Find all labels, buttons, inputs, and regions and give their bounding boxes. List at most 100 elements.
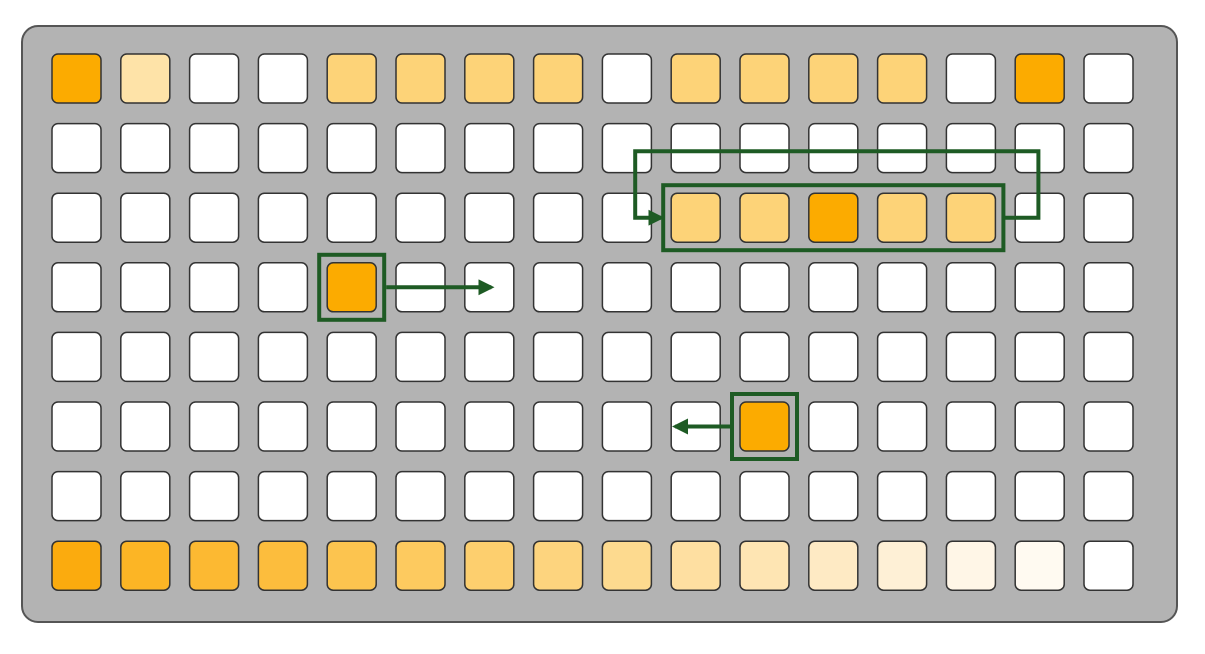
grid-cell-r7-c6 bbox=[464, 540, 515, 591]
grid-cell-r2-c10 bbox=[739, 192, 790, 243]
grid-cell-r6-c4 bbox=[326, 470, 377, 522]
grid-cell-r2-c2 bbox=[188, 192, 240, 243]
grid-cell-r7-c1 bbox=[120, 540, 171, 591]
grid-cell-r0-c11 bbox=[808, 53, 859, 104]
grid-cell-r7-c10 bbox=[739, 540, 790, 591]
cell-grid bbox=[51, 53, 1134, 591]
grid-cell-r6-c8 bbox=[601, 470, 653, 522]
grid-cell-r4-c2 bbox=[188, 331, 240, 383]
arrow-loop-back bbox=[633, 149, 1041, 226]
grid-cell-r6-c3 bbox=[257, 470, 309, 522]
grid-cell-r6-c9 bbox=[670, 470, 721, 522]
grid-cell-r0-c14 bbox=[1014, 53, 1065, 104]
grid-cell-r5-c8 bbox=[601, 401, 653, 452]
grid-cell-r5-c2 bbox=[188, 401, 240, 452]
grid-cell-r5-c13 bbox=[945, 401, 997, 452]
grid-cell-r3-c10 bbox=[739, 262, 790, 313]
grid-cell-r5-c1 bbox=[120, 401, 171, 452]
grid-cell-r2-c5 bbox=[395, 192, 446, 243]
grid-cell-r5-c6 bbox=[464, 401, 515, 452]
grid-cell-r0-c3 bbox=[257, 53, 309, 104]
grid-cell-r7-c0 bbox=[51, 540, 102, 591]
grid-cell-r6-c13 bbox=[945, 470, 997, 522]
single-cell-highlight-right bbox=[730, 392, 799, 461]
grid-cell-r7-c2 bbox=[188, 540, 240, 591]
grid-cell-r7-c3 bbox=[257, 540, 309, 591]
grid-cell-r2-c15 bbox=[1083, 192, 1134, 243]
grid-cell-r1-c13 bbox=[945, 122, 997, 174]
grid-cell-r7-c14 bbox=[1014, 540, 1065, 591]
grid-cell-r2-c12 bbox=[876, 192, 928, 243]
grid-cell-r3-c2 bbox=[188, 262, 240, 313]
grid-cell-r2-c9 bbox=[670, 192, 721, 243]
grid-cell-r7-c8 bbox=[601, 540, 653, 591]
grid-cell-r3-c14 bbox=[1014, 262, 1065, 313]
grid-cell-r3-c0 bbox=[51, 262, 102, 313]
grid-cell-r7-c11 bbox=[808, 540, 859, 591]
grid-cell-r3-c7 bbox=[532, 262, 584, 313]
grid-cell-r7-c12 bbox=[876, 540, 928, 591]
grid-cell-r2-c13 bbox=[945, 192, 997, 243]
grid-cell-r6-c7 bbox=[532, 470, 584, 522]
grid-cell-r0-c1 bbox=[120, 53, 171, 104]
grid-cell-r1-c10 bbox=[739, 122, 790, 174]
grid-cell-r6-c0 bbox=[51, 470, 102, 522]
grid-cell-r1-c2 bbox=[188, 122, 240, 174]
single-cell-highlight-left bbox=[317, 252, 387, 322]
grid-cell-r7-c13 bbox=[945, 540, 997, 591]
grid-cell-r3-c12 bbox=[876, 262, 928, 313]
grid-cell-r4-c9 bbox=[670, 331, 721, 383]
grid-cell-r3-c9 bbox=[670, 262, 721, 313]
grid-cell-r7-c5 bbox=[395, 540, 446, 591]
grid-cell-r1-c3 bbox=[257, 122, 309, 174]
grid-cell-r0-c8 bbox=[601, 53, 653, 104]
grid-cell-r6-c5 bbox=[395, 470, 446, 522]
grid-cell-r3-c15 bbox=[1083, 262, 1134, 313]
grid-cell-r4-c3 bbox=[257, 331, 309, 383]
grid-cell-r5-c12 bbox=[876, 401, 928, 452]
grid-cell-r4-c1 bbox=[120, 331, 171, 383]
grid-cell-r1-c4 bbox=[326, 122, 377, 174]
grid-cell-r3-c3 bbox=[257, 262, 309, 313]
grid-cell-r5-c14 bbox=[1014, 401, 1065, 452]
grid-cell-r1-c6 bbox=[464, 122, 515, 174]
grid-cell-r4-c5 bbox=[395, 331, 446, 383]
grid-cell-r4-c8 bbox=[601, 331, 653, 383]
grid-cell-r4-c0 bbox=[51, 331, 102, 383]
grid-cell-r1-c5 bbox=[395, 122, 446, 174]
grid-cell-r2-c0 bbox=[51, 192, 102, 243]
grid-cell-r2-c6 bbox=[464, 192, 515, 243]
grid-cell-r3-c13 bbox=[945, 262, 997, 313]
grid-cell-r1-c0 bbox=[51, 122, 102, 174]
grid-cell-r6-c11 bbox=[808, 470, 859, 522]
grid-cell-r6-c14 bbox=[1014, 470, 1065, 522]
grid-cell-r5-c3 bbox=[257, 401, 309, 452]
grid-cell-r6-c15 bbox=[1083, 470, 1134, 522]
grid-cell-r0-c9 bbox=[670, 53, 721, 104]
grid-cell-r4-c11 bbox=[808, 331, 859, 383]
grid-cell-r7-c15 bbox=[1083, 540, 1134, 591]
grid-cell-r4-c4 bbox=[326, 331, 377, 383]
grid-cell-r6-c2 bbox=[188, 470, 240, 522]
grid-cell-r2-c11 bbox=[808, 192, 859, 243]
grid-cell-r1-c7 bbox=[532, 122, 584, 174]
grid-cell-r4-c14 bbox=[1014, 331, 1065, 383]
grid-cell-r4-c15 bbox=[1083, 331, 1134, 383]
grid-cell-r5-c5 bbox=[395, 401, 446, 452]
grid-cell-r1-c8 bbox=[601, 122, 653, 174]
grid-cell-r6-c1 bbox=[120, 470, 171, 522]
grid-cell-r5-c11 bbox=[808, 401, 859, 452]
grid-cell-r5-c10 bbox=[739, 401, 790, 452]
grid-cell-r3-c8 bbox=[601, 262, 653, 313]
grid-cell-r0-c15 bbox=[1083, 53, 1134, 104]
grid-cell-r0-c4 bbox=[326, 53, 377, 104]
grid-cell-r4-c12 bbox=[876, 331, 928, 383]
grid-cell-r6-c12 bbox=[876, 470, 928, 522]
grid-cell-r2-c3 bbox=[257, 192, 309, 243]
grid-cell-r4-c6 bbox=[464, 331, 515, 383]
grid-cell-r7-c4 bbox=[326, 540, 377, 591]
grid-cell-r2-c1 bbox=[120, 192, 171, 243]
grid-cell-r0-c2 bbox=[188, 53, 240, 104]
